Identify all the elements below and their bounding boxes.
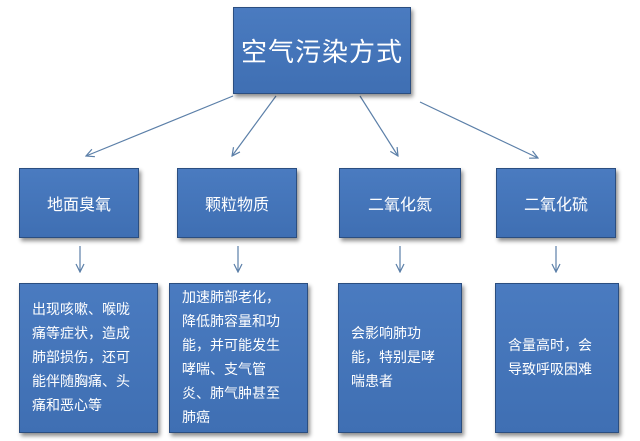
category-label: 二氧化硫 (523, 195, 588, 214)
category-node-particulate: 颗粒物质 (177, 168, 297, 238)
arrow-root-to-so2 (419, 101, 538, 158)
category-node-ozone: 地面臭氧 (19, 168, 139, 238)
arrow-root-to-particulate (232, 95, 277, 156)
detail-node-so2: 含量高时，会导致呼吸困难 (495, 283, 619, 433)
arrow-root-to-ozone (86, 95, 234, 156)
category-label: 二氧化氮 (367, 195, 432, 214)
category-label: 颗粒物质 (204, 195, 269, 214)
root-label: 空气污染方式 (240, 38, 403, 68)
detail-node-no2: 会影响肺功能，特别是哮喘患者 (338, 283, 462, 433)
detail-node-particulate: 加速肺部老化，降低肺容量和功能，并可能发生哮喘、支气管炎、肺气肿甚至肺癌 (169, 283, 308, 433)
category-label: 地面臭氧 (46, 195, 111, 214)
category-node-no2: 二氧化氮 (339, 168, 461, 238)
detail-text: 含量高时，会导致呼吸困难 (508, 338, 592, 378)
detail-text: 出现咳嗽、喉咙痛等症状，造成肺部损伤，还可能伴随胸痛、头痛和恶心等 (32, 302, 130, 414)
detail-text: 加速肺部老化，降低肺容量和功能，并可能发生哮喘、支气管炎、肺气肿甚至肺癌 (182, 290, 280, 426)
arrow-root-to-no2 (359, 95, 398, 156)
detail-node-ozone: 出现咳嗽、喉咙痛等症状，造成肺部损伤，还可能伴随胸痛、头痛和恶心等 (19, 283, 158, 433)
category-node-so2: 二氧化硫 (496, 168, 616, 238)
detail-text: 会影响肺功能，特别是哮喘患者 (351, 326, 435, 390)
root-node: 空气污染方式 (233, 7, 411, 94)
